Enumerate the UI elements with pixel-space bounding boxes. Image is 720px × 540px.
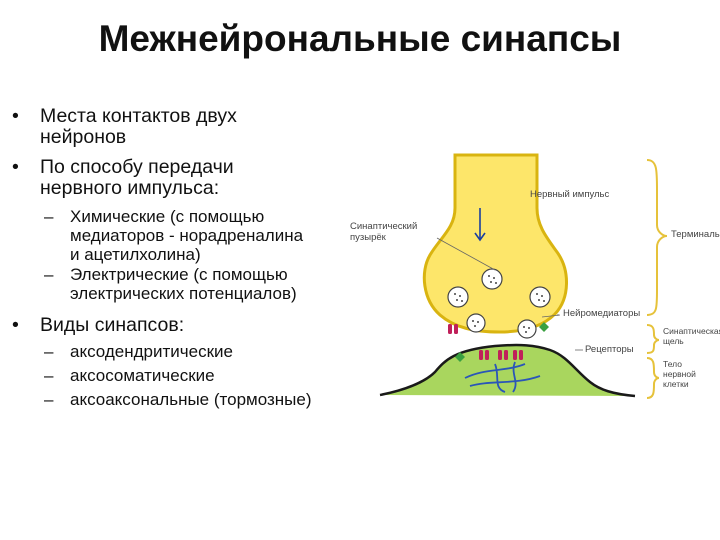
- sub-bullet-dash: –: [44, 207, 54, 226]
- sub-bullet-text-line: Электрические (с помощью: [70, 265, 288, 284]
- label-line: нервной: [663, 369, 696, 379]
- vesicle-contents: [454, 275, 545, 333]
- label-line: пузырёк: [350, 231, 386, 243]
- sub-bullet-text-line: аксосоматические: [70, 366, 215, 385]
- sub-bullet-text-line: и ацетилхолина): [70, 245, 201, 264]
- impulse-arrow: [474, 208, 486, 242]
- label-cell-body: Тело нервной клетки: [663, 359, 696, 389]
- braces: [646, 159, 668, 399]
- label-line: Синаптический: [350, 221, 418, 232]
- label-synaptic-vesicle: Синаптический пузырёк: [350, 221, 418, 243]
- sub-bullet-text-line: электрических потенциалов): [70, 284, 297, 303]
- synaptic-vesicles: [447, 268, 551, 339]
- bullet-dot: •: [12, 156, 19, 178]
- sub-bullet-text-line: Химические (с помощью: [70, 207, 265, 226]
- sub-bullet-dash: –: [44, 265, 54, 284]
- bullet-text-line: По способу передачи: [40, 156, 234, 178]
- neurotransmitters: [455, 322, 549, 362]
- receptors: [448, 324, 523, 360]
- bullet-text-line: нейронов: [40, 126, 127, 148]
- label-synaptic-cleft: Синаптическая щель: [663, 326, 720, 346]
- label-line: щель: [663, 336, 684, 346]
- bullet-dot: •: [12, 314, 19, 336]
- sub-bullet-dash: –: [44, 390, 54, 409]
- sub-bullet-dash: –: [44, 342, 54, 361]
- synapse-diagram: Нервный импульс Синаптический пузырёк Те…: [345, 150, 720, 410]
- bullet-text-line: нервного импульса:: [40, 177, 220, 199]
- postsynaptic-cell-body: [379, 343, 636, 398]
- bullet-dot: •: [12, 105, 19, 127]
- sub-bullet-text-line: медиаторов - норадреналина: [70, 226, 304, 245]
- slide-title: Межнейрональные синапсы: [98, 18, 622, 59]
- bullet-text-line: Виды синапсов:: [40, 314, 185, 336]
- label-line: клетки: [663, 379, 689, 389]
- label-line: Синаптическая: [663, 326, 720, 336]
- sub-bullet-text-line: аксодендритические: [70, 342, 233, 361]
- dendrite-fibers: [464, 361, 541, 393]
- sub-bullet-text-line: аксоаксональные (тормозные): [70, 390, 312, 409]
- sub-bullet-dash: –: [44, 366, 54, 385]
- bullet-text-line: Места контактов двух: [40, 105, 237, 127]
- label-neurotransmitters: Нейромедиаторы: [563, 308, 641, 319]
- label-line: Тело: [663, 359, 682, 369]
- bullet-list: • Места контактов двух нейронов • По спо…: [12, 105, 312, 410]
- label-receptors: Рецепторы: [585, 344, 634, 355]
- label-terminal: Терминаль: [671, 229, 720, 240]
- label-nerve-impulse: Нервный импульс: [530, 189, 610, 200]
- synapse-illustration: [379, 153, 668, 399]
